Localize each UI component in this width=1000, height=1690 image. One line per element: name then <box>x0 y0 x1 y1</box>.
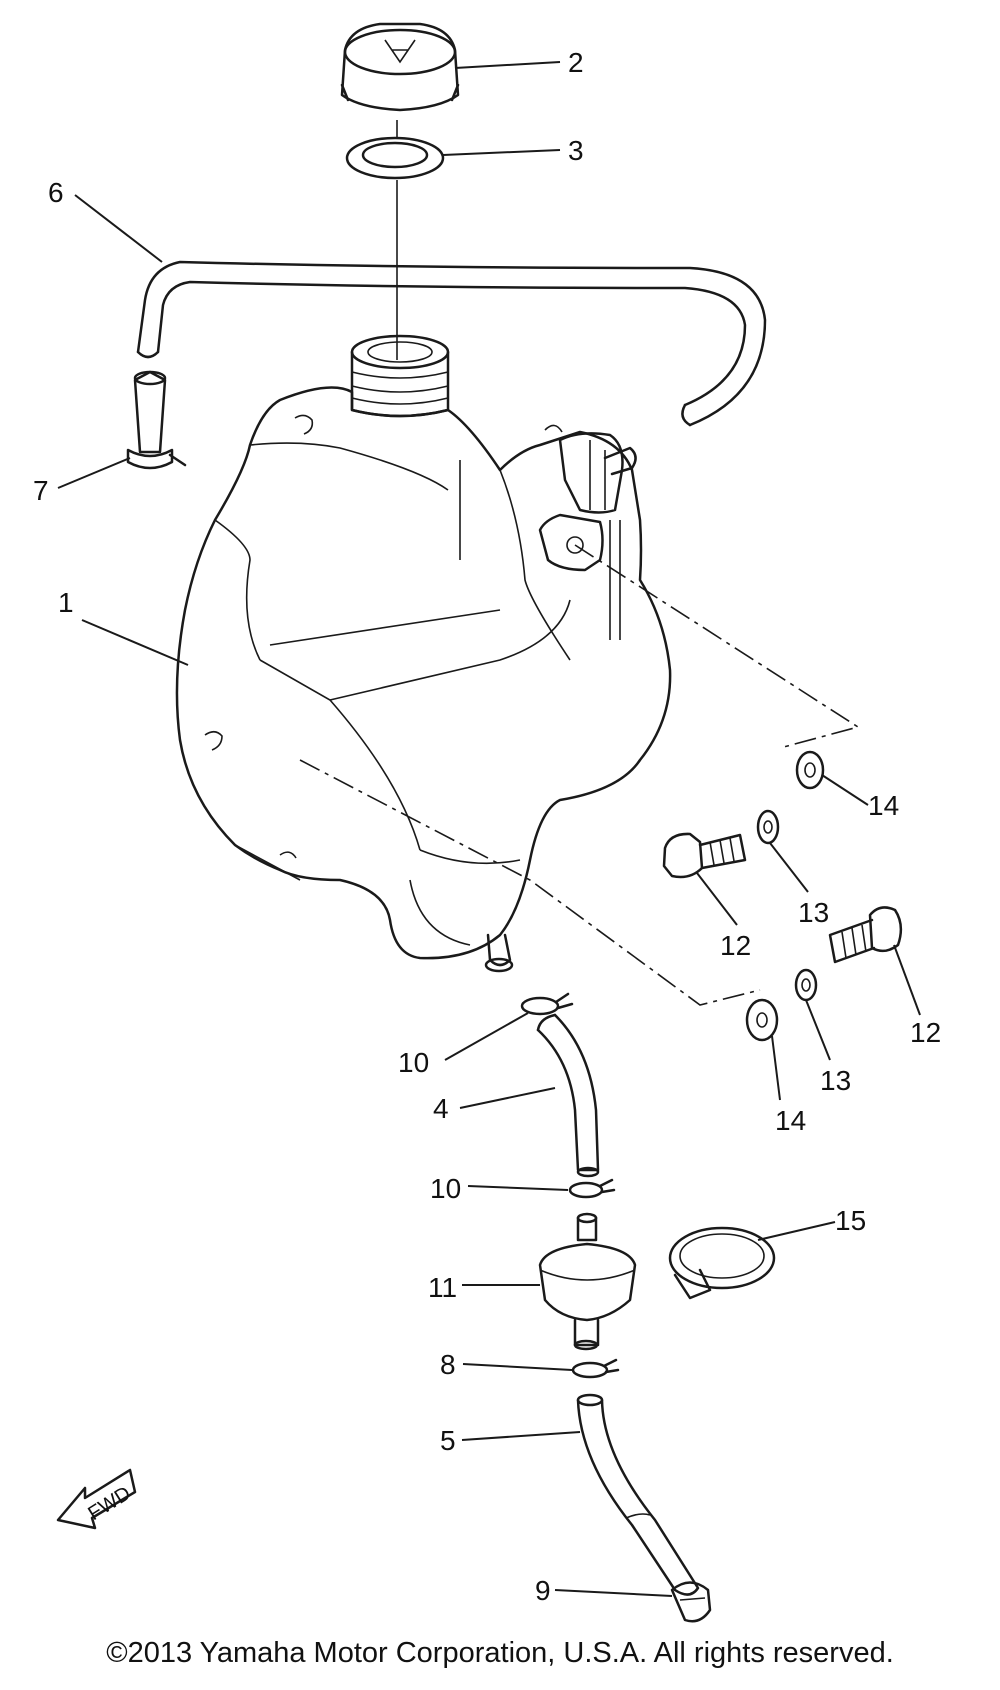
callout-10-upper: 10 <box>398 1047 429 1078</box>
fwd-arrow-icon: FWD <box>56 1468 137 1530</box>
washer-13-upper <box>756 809 780 845</box>
oil-filter <box>538 1212 637 1351</box>
breather-hose <box>136 260 767 427</box>
leader-line-3 <box>442 149 561 156</box>
oil-hose-lower <box>576 1393 700 1596</box>
callout-10-lower: 10 <box>430 1173 461 1204</box>
callout-3: 3 <box>568 135 584 166</box>
assembly-line-lower <box>299 759 761 1006</box>
leader-line-2 <box>454 61 561 69</box>
callout-7: 7 <box>33 475 49 506</box>
callout-12-upper: 12 <box>720 930 751 961</box>
washer-14-lower <box>745 998 779 1042</box>
cap-gasket <box>345 136 445 180</box>
callout-5: 5 <box>440 1425 456 1456</box>
callout-14-upper: 14 <box>868 790 899 821</box>
callout-6: 6 <box>48 177 64 208</box>
oil-tank <box>175 334 672 973</box>
washer-13-lower <box>794 968 818 1002</box>
leader-line-6 <box>74 194 163 263</box>
leader-line-12b <box>893 944 921 1016</box>
leader-line-14a <box>821 774 869 806</box>
leader-line-10a <box>444 1012 529 1061</box>
leader-line-13a <box>769 842 809 893</box>
callout-8: 8 <box>440 1349 456 1380</box>
callout-15: 15 <box>835 1205 866 1236</box>
leader-line-1 <box>81 619 189 666</box>
callout-13-lower: 13 <box>820 1065 851 1096</box>
hose-plug <box>670 1581 712 1623</box>
washer-14-upper <box>795 750 825 790</box>
filler-cap <box>340 22 460 112</box>
hose-clip-filter <box>571 1358 620 1379</box>
leader-line-4 <box>459 1087 556 1109</box>
callout-2: 2 <box>568 47 584 78</box>
hose-clip-upper <box>520 992 574 1016</box>
callout-12-lower: 12 <box>910 1017 941 1048</box>
leader-line-12a <box>696 872 738 926</box>
leader-line-8 <box>462 1363 573 1371</box>
oil-hose-upper <box>536 1013 600 1178</box>
callout-9: 9 <box>535 1575 551 1606</box>
hose-fitting <box>126 370 187 470</box>
copyright-notice: ©2013 Yamaha Motor Corporation, U.S.A. A… <box>106 1637 894 1669</box>
leader-line-13b <box>805 999 831 1061</box>
fwd-label: FWD <box>84 1482 134 1525</box>
callout-1: 1 <box>58 587 74 618</box>
leader-line-5 <box>461 1431 581 1441</box>
leader-line-9 <box>554 1589 673 1597</box>
hose-clip-lower <box>568 1178 616 1199</box>
callout-11: 11 <box>428 1272 457 1303</box>
leader-line-7 <box>57 457 131 489</box>
callout-14-lower: 14 <box>775 1105 806 1136</box>
leader-line-14b <box>771 1035 781 1101</box>
bolt-lower <box>828 906 903 964</box>
callout-13-upper: 13 <box>798 897 829 928</box>
bolt-upper <box>662 832 747 879</box>
leader-line-15 <box>757 1221 836 1241</box>
hose-clamp <box>668 1226 776 1300</box>
leader-line-10b <box>467 1185 569 1191</box>
callout-4: 4 <box>433 1093 449 1124</box>
assembly-line-upper <box>574 544 860 749</box>
